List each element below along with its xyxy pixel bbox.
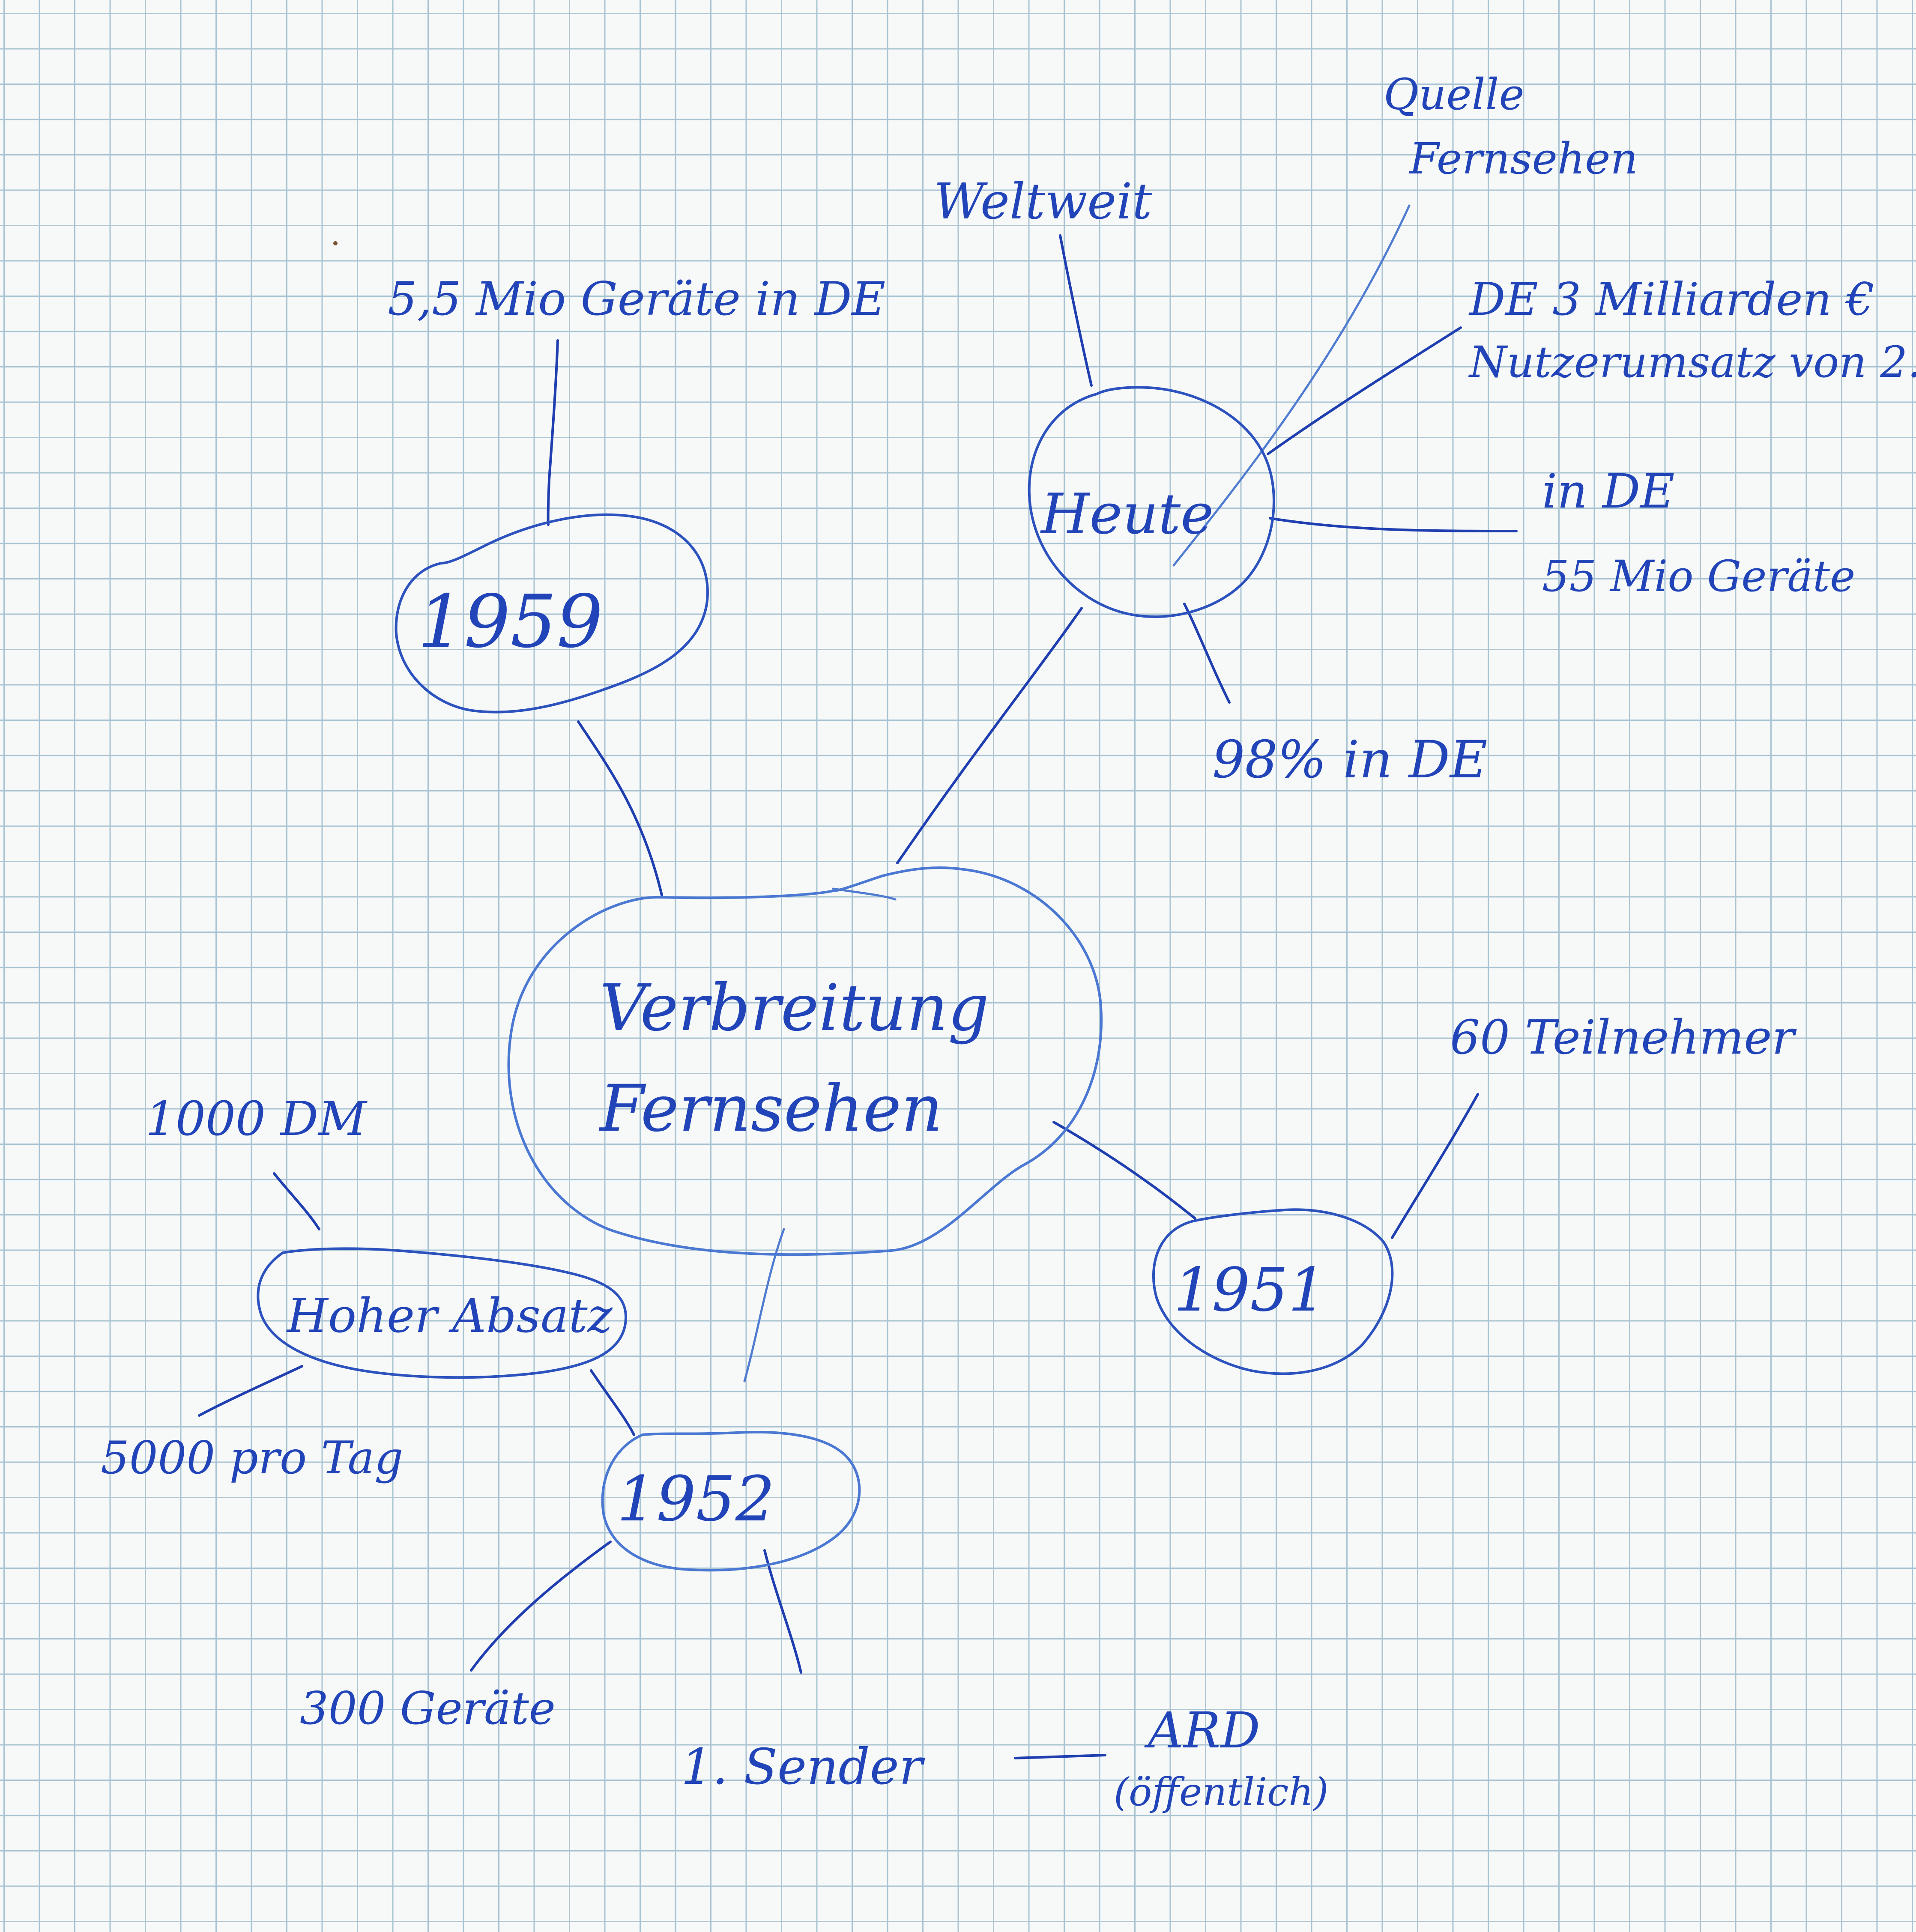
label-preis: Hoher Absatz xyxy=(286,1288,613,1343)
center-bubble-overlap xyxy=(832,887,897,901)
connector-preis-1952 xyxy=(590,1369,635,1436)
connector-1952-sender xyxy=(763,1549,802,1674)
connector-preis-top xyxy=(273,1172,320,1230)
ink-speck xyxy=(333,241,338,245)
connector-1952-geraete xyxy=(470,1541,612,1672)
bubble-heute xyxy=(1028,386,1275,618)
connector-center-1951 xyxy=(1052,1121,1196,1220)
note-heute-quelle-line1: Quelle xyxy=(1384,69,1524,119)
bubble-preis xyxy=(257,1247,628,1379)
center-title-line2: Fernsehen xyxy=(598,1072,943,1146)
note-1959-geraete: 5,5 Mio Geräte in DE xyxy=(388,272,885,326)
note-heute-de-line1: DE 3 Milliarden € xyxy=(1468,273,1874,325)
note-preis-1000dm: 1000 DM xyxy=(146,1091,368,1146)
note-1952-ard-oeffentlich: (öffentlich) xyxy=(1114,1770,1329,1815)
connector-heute-weltweit xyxy=(1059,234,1093,387)
connector-heute-quelle xyxy=(1172,204,1411,567)
note-1952-sender: 1. Sender xyxy=(681,1738,925,1796)
note-heute-quelle-line2: Fernsehen xyxy=(1408,134,1638,184)
bubble-1952 xyxy=(601,1430,861,1572)
note-heute-de-line2: Nutzerumsatz von 2. xyxy=(1468,337,1916,387)
note-1952-ard: ARD xyxy=(1144,1702,1260,1759)
bubble-1959 xyxy=(395,513,709,714)
note-1952-geraete: 300 Geräte xyxy=(300,1682,556,1735)
bubble-1951 xyxy=(1152,1208,1394,1375)
note-heute-prozent: 98% in DE xyxy=(1212,730,1487,790)
center-title-line1: Verbreitung xyxy=(600,971,989,1045)
connector-center-1952 xyxy=(743,1228,785,1383)
note-preis-pro-tag: 5000 pro Tag xyxy=(101,1432,403,1484)
center-bubble xyxy=(507,866,1103,1256)
note-heute-weltweit: Weltweit xyxy=(934,173,1152,230)
connector-heute-prozent xyxy=(1183,603,1231,704)
note-heute-geraete-line1: in DE xyxy=(1542,464,1674,519)
connector-heute-center xyxy=(896,607,1083,864)
connector-1959-center xyxy=(577,720,663,896)
note-heute-geraete-line2: 55 Mio Geräte xyxy=(1542,551,1855,601)
note-1951-teilnehmer: 60 Teilnehmer xyxy=(1450,1010,1797,1065)
label-1951: 1951 xyxy=(1174,1255,1326,1325)
connector-heute-de-umsatz xyxy=(1267,326,1462,455)
label-1952: 1952 xyxy=(617,1463,775,1535)
connector-heute-geraete xyxy=(1269,517,1518,532)
connector-1959-note xyxy=(547,339,559,526)
label-1959: 1959 xyxy=(418,579,603,664)
connector-preis-bottom xyxy=(198,1365,303,1417)
label-heute: Heute xyxy=(1040,481,1214,546)
connector-1951-note xyxy=(1391,1093,1479,1239)
connector-sender-ard xyxy=(1014,1754,1106,1759)
